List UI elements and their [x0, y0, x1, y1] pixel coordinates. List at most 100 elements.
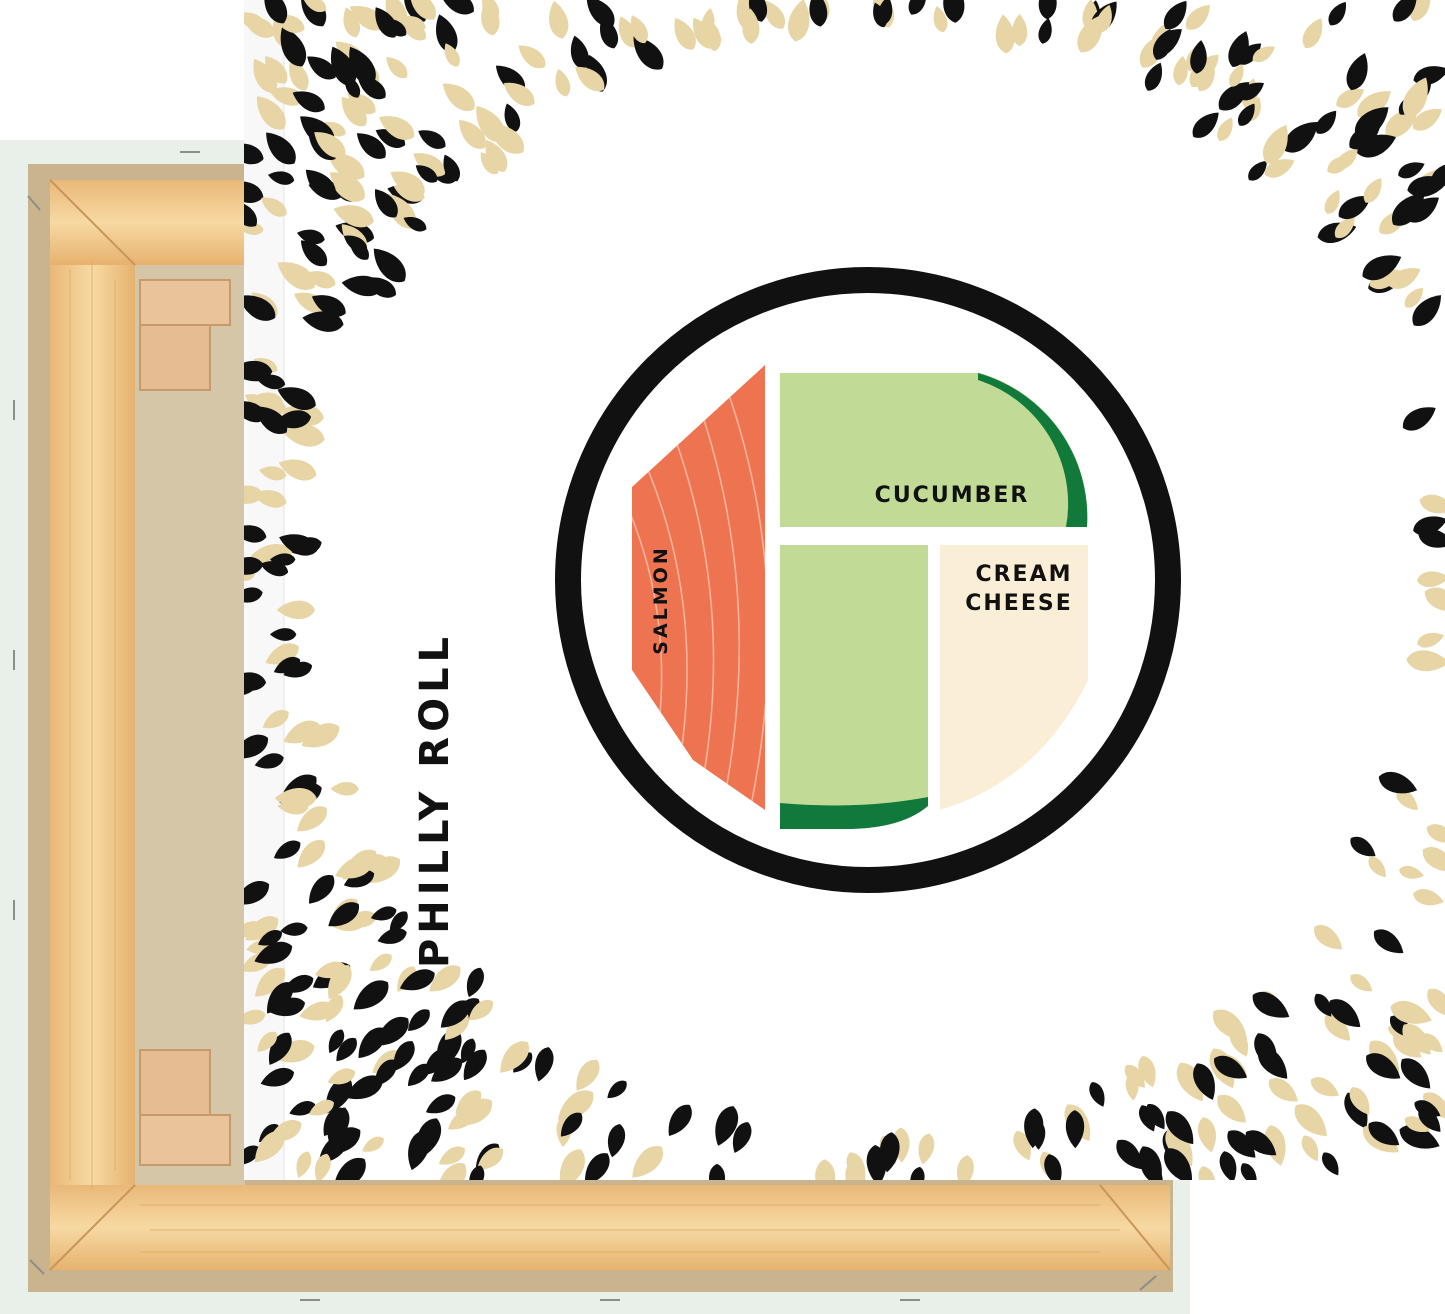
sesame-seed-icon — [880, 1132, 900, 1173]
sesame-seed-icon — [1077, 15, 1103, 53]
sesame-seed-icon — [1413, 889, 1444, 906]
sesame-seed-icon — [283, 661, 313, 678]
sesame-seed-icon — [1328, 1, 1346, 26]
sesame-seed-icon — [443, 154, 460, 182]
sesame-seed-icon — [559, 1149, 585, 1180]
sesame-seed-icon — [1218, 82, 1250, 111]
sesame-seed-icon — [1096, 4, 1112, 33]
sesame-seed-icon — [325, 995, 344, 1022]
sesame-seed-icon — [1011, 13, 1028, 47]
sesame-seed-icon — [477, 1147, 504, 1170]
sesame-seed-icon — [476, 105, 505, 143]
sesame-seed-icon — [1252, 991, 1290, 1018]
sesame-seed-icon — [1392, 0, 1417, 22]
sesame-seed-icon — [503, 82, 535, 106]
sesame-seed-icon — [809, 0, 828, 27]
sesame-seed-icon — [1413, 516, 1445, 536]
sesame-seed-icon — [336, 1037, 357, 1062]
sesame-seed-icon — [327, 1107, 350, 1145]
sesame-seed-icon — [1396, 789, 1418, 811]
sesame-seed-icon — [269, 553, 296, 566]
sesame-seed-icon — [1197, 1117, 1216, 1153]
sesame-seed-icon — [674, 17, 696, 50]
sesame-seed-icon — [1264, 159, 1295, 178]
sesame-seed-icon — [393, 1041, 415, 1071]
sesame-seed-icon — [1258, 1047, 1288, 1079]
sesame-seed-icon — [1427, 988, 1445, 1017]
sesame-seed-icon — [269, 1119, 302, 1142]
sesame-seed-icon — [253, 490, 287, 508]
sesame-seed-icon — [415, 165, 438, 183]
sesame-seed-icon — [1038, 18, 1052, 44]
sesame-seed-icon — [278, 459, 317, 481]
sesame-seed-icon — [518, 45, 546, 69]
sesame-seed-icon — [266, 132, 296, 165]
sesame-seed-icon — [845, 1159, 866, 1180]
sesame-seed-icon — [1294, 1104, 1327, 1137]
salmon-label: SALMON — [650, 545, 672, 654]
sesame-seed-icon — [1393, 1034, 1422, 1058]
sesame-seed-icon — [439, 0, 474, 15]
sesame-seed-icon — [375, 1059, 397, 1086]
sesame-seed-icon — [1044, 1154, 1062, 1180]
sesame-seed-icon — [444, 43, 460, 67]
sesame-seed-icon — [632, 1145, 664, 1178]
sesame-seed-icon — [607, 1124, 626, 1158]
sesame-seed-icon — [409, 0, 436, 20]
sesame-seed-icon — [1373, 929, 1404, 953]
sesame-seed-icon — [1198, 1166, 1216, 1180]
sesame-seed-icon — [347, 93, 376, 115]
sesame-seed-icon — [1399, 865, 1424, 879]
sesame-seed-icon — [1314, 994, 1332, 1017]
sesame-seed-icon — [1389, 268, 1421, 289]
sesame-seed-icon — [244, 881, 269, 905]
sesame-seed-icon — [327, 153, 365, 180]
sesame-seed-icon — [1190, 40, 1207, 74]
sesame-seed-icon — [459, 119, 486, 149]
sesame-seed-icon — [296, 1151, 312, 1178]
sesame-seed-icon — [1024, 1108, 1044, 1149]
sesame-seed-icon — [314, 132, 346, 158]
sesame-seed-icon — [329, 172, 365, 201]
sesame-seed-icon — [279, 534, 318, 556]
sesame-seed-icon — [343, 235, 368, 253]
sesame-seed-icon — [815, 1159, 836, 1180]
sesame-seed-icon — [311, 295, 346, 317]
sesame-seed-icon — [1193, 1063, 1215, 1100]
sesame-seed-icon — [742, 8, 760, 44]
sesame-seed-icon — [328, 902, 359, 927]
sesame-seed-icon — [244, 734, 268, 759]
sesame-seed-icon — [1412, 295, 1441, 326]
sesame-seed-icon — [910, 1166, 925, 1180]
sesame-seed-icon — [1404, 287, 1424, 308]
sesame-seed-icon — [244, 401, 267, 423]
sesame-seed-icon — [1219, 1151, 1237, 1180]
sesame-seed-icon — [500, 1041, 529, 1073]
sesame-seed-icon — [438, 1146, 465, 1165]
sesame-seed-icon — [431, 1057, 462, 1082]
sesame-seed-icon — [560, 1112, 583, 1137]
sesame-seed-icon — [280, 26, 307, 67]
sesame-seed-icon — [1424, 587, 1445, 612]
sesame-seed-icon — [244, 222, 264, 235]
sesame-seed-icon — [1164, 1148, 1192, 1180]
sesame-seed-icon — [1284, 121, 1319, 153]
sesame-seed-icon — [764, 0, 786, 29]
sesame-seed-icon — [375, 189, 398, 218]
sesame-seed-icon — [308, 1099, 334, 1116]
sesame-seed-icon — [244, 587, 263, 603]
sesame-seed-icon — [943, 0, 965, 23]
sesame-seed-icon — [244, 200, 257, 227]
sesame-seed-icon — [877, 0, 893, 25]
sesame-seed-icon — [1329, 999, 1361, 1027]
sesame-seed-icon — [390, 171, 425, 196]
sesame-seed-icon — [254, 753, 284, 769]
sesame-seed-icon — [1399, 1124, 1440, 1149]
sesame-seed-icon — [244, 921, 266, 938]
sesame-seed-icon — [307, 56, 336, 80]
sesame-seed-icon — [957, 1155, 974, 1180]
sesame-seed-icon — [1350, 974, 1373, 992]
sesame-seed-icon — [442, 83, 475, 111]
sesame-seed-icon — [270, 628, 297, 641]
sesame-seed-icon — [1038, 0, 1057, 20]
